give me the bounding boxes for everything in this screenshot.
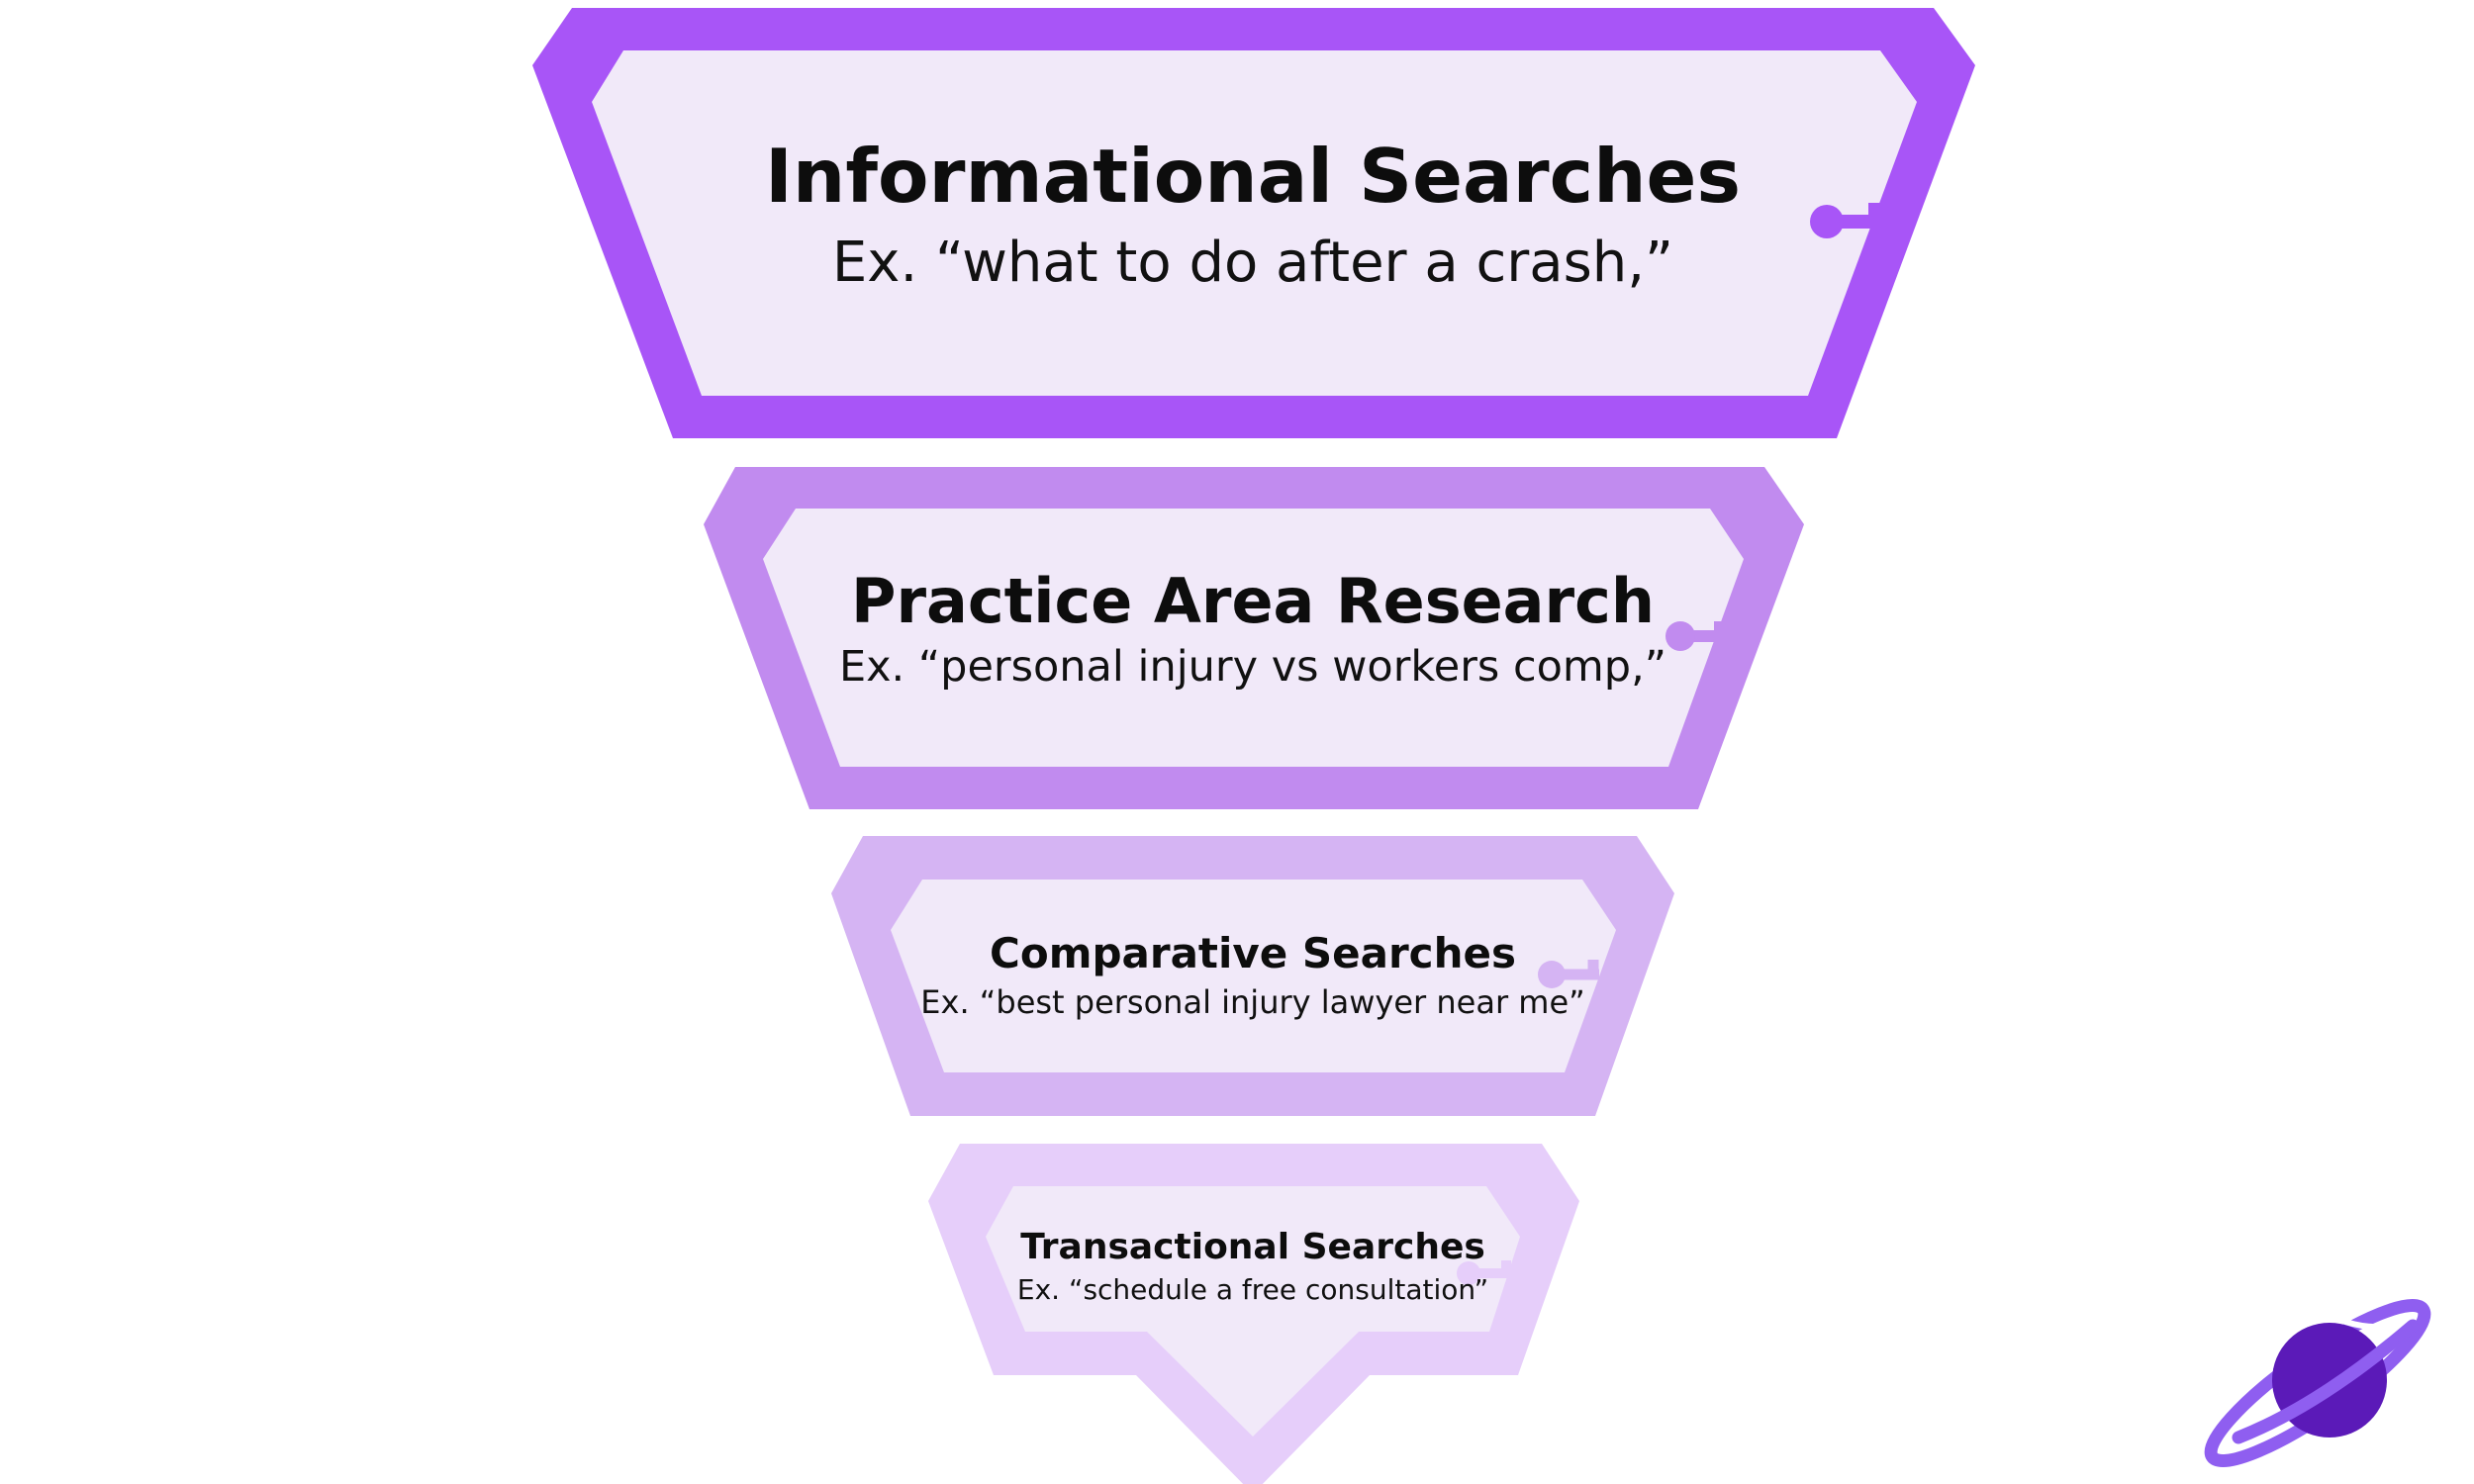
stage-example: Ex. “personal injury vs workers comp,” bbox=[839, 642, 1666, 692]
stage-inner-panel bbox=[986, 1186, 1520, 1332]
stage-example: Ex. “what to do after a crash,” bbox=[832, 231, 1673, 295]
connector-pin bbox=[1665, 621, 1727, 651]
funnel-stage-informational: Informational Searches Ex. “what to do a… bbox=[532, 8, 1975, 438]
connector-pin bbox=[1810, 203, 1882, 238]
funnel-stage-comparative: Comparative Searches Ex. “best personal … bbox=[831, 836, 1674, 1116]
connector-pin bbox=[1457, 1260, 1512, 1285]
stage-inner-panel bbox=[592, 50, 1917, 396]
funnel-stage-transactional: Transactional Searches Ex. “schedule a f… bbox=[928, 1144, 1579, 1484]
funnel-stage-practice-area: Practice Area Research Ex. “personal inj… bbox=[704, 467, 1804, 809]
stage-example: Ex. “schedule a free consultation” bbox=[1017, 1273, 1488, 1306]
ringed-planet-icon bbox=[2204, 1298, 2431, 1468]
stage-title: Informational Searches bbox=[765, 133, 1741, 220]
stage-point-inner bbox=[1147, 1332, 1359, 1437]
stage-example: Ex. “best personal injury lawyer near me… bbox=[920, 983, 1584, 1021]
stage-inner-panel bbox=[891, 880, 1616, 1072]
stage-inner-panel bbox=[763, 509, 1744, 767]
stage-title: Transactional Searches bbox=[1020, 1227, 1485, 1267]
connector-pin bbox=[1538, 960, 1599, 988]
stage-title: Comparative Searches bbox=[990, 929, 1516, 977]
stage-title: Practice Area Research bbox=[851, 565, 1655, 637]
